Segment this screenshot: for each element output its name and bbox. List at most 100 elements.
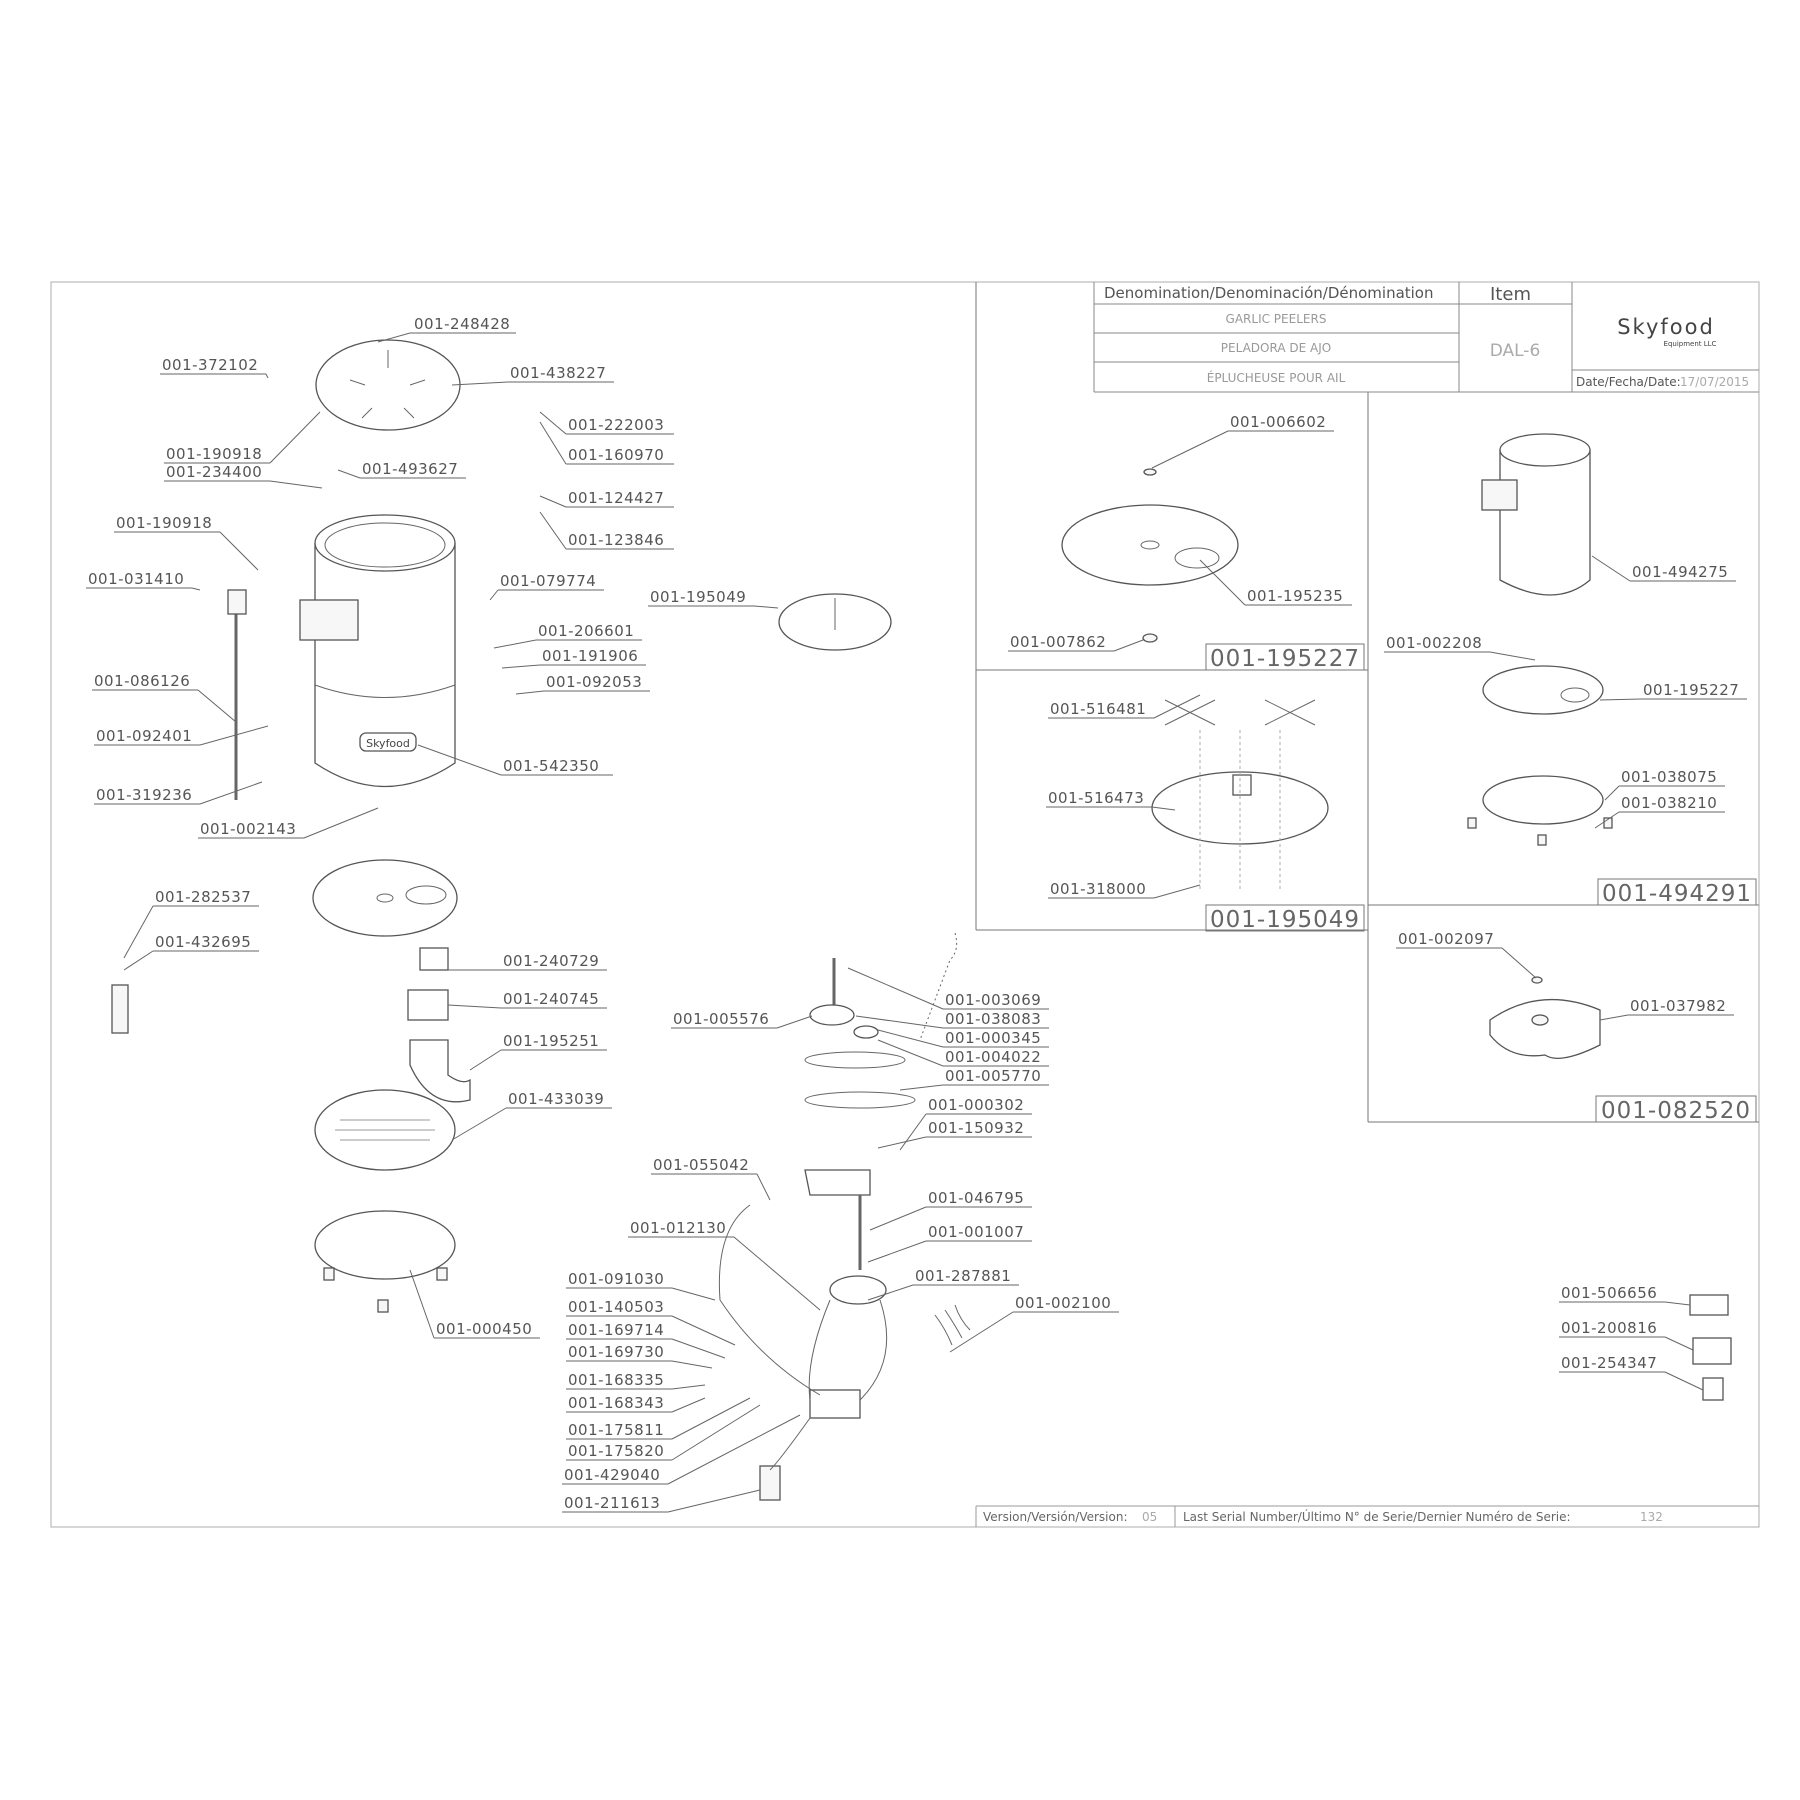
callout-leader <box>877 1136 927 1149</box>
part-number-label: 001-433039 <box>508 1090 604 1108</box>
part-callout: 001-123846 <box>539 511 674 550</box>
callout-leader <box>1599 698 1642 701</box>
part-number-label: 001-318000 <box>1050 880 1146 898</box>
callout-leader <box>671 1315 736 1346</box>
part-callout: 001-079774 <box>489 572 604 601</box>
callout-leader <box>1113 639 1144 652</box>
part-number-label: 001-004022 <box>945 1048 1041 1066</box>
callout-leader <box>667 1414 801 1485</box>
part-number-label: 001-254347 <box>1561 1354 1657 1372</box>
part-callout: 001-038083 <box>855 1010 1049 1029</box>
callout-leader <box>1594 811 1620 829</box>
part-callout: 001-006602 <box>1151 413 1334 469</box>
callout-leader <box>269 480 323 489</box>
part-number-label: 001-091030 <box>568 1270 664 1288</box>
part-number-label: 001-169730 <box>568 1343 664 1361</box>
part-callout: 001-493627 <box>337 460 466 479</box>
callout-leader <box>219 531 259 571</box>
date-label: Date/Fecha/Date: <box>1576 375 1681 389</box>
callout-leader <box>265 373 269 379</box>
callout-leader <box>1151 430 1229 469</box>
callout-leader <box>671 1397 706 1413</box>
part-number-label: 001-287881 <box>915 1267 1011 1285</box>
callout-leader <box>671 1384 706 1390</box>
name-fr: ÉPLUCHEUSE POUR AIL <box>1207 370 1346 385</box>
part-number-label: 001-002143 <box>200 820 296 838</box>
name-en: GARLIC PEELERS <box>1226 312 1327 326</box>
part-number-label: 001-003069 <box>945 991 1041 1009</box>
part-callout: 001-140503 <box>566 1298 736 1346</box>
callout-leader <box>877 1029 944 1048</box>
callout-leader <box>1664 1371 1704 1391</box>
part-number-label: 001-000345 <box>945 1029 1041 1047</box>
part-callout: 001-012130 <box>628 1219 821 1311</box>
callout-leader <box>337 469 361 479</box>
part-number-label: 001-516473 <box>1048 789 1144 807</box>
part-number-label: 001-175811 <box>568 1421 664 1439</box>
part-callout: 001-372102 <box>160 356 269 379</box>
part-callout: 001-222003 <box>539 411 674 435</box>
part-callout: 001-319236 <box>94 781 263 805</box>
callout-leader <box>539 411 567 435</box>
part-number-label: 001-000450 <box>436 1320 532 1338</box>
callout-leader <box>671 1338 726 1359</box>
part-number-label: 001-079774 <box>500 572 596 590</box>
part-callout: 001-211613 <box>562 1489 761 1513</box>
part-number-label: 001-002100 <box>1015 1294 1111 1312</box>
name-es: PELADORA DE AJO <box>1221 341 1331 355</box>
part-number-label: 001-429040 <box>564 1466 660 1484</box>
part-number-label: 001-038083 <box>945 1010 1041 1028</box>
callout-leader <box>197 689 237 723</box>
footer-block: Version/Versión/Version: 05 Last Serial … <box>975 1505 1759 1527</box>
part-number-label: 001-124427 <box>568 489 664 507</box>
part-callout: 001-254347 <box>1559 1354 1704 1391</box>
part-callout: 001-031410 <box>86 570 201 591</box>
callout-leader <box>123 905 154 959</box>
callout-leader <box>1199 559 1246 606</box>
callout-leader <box>733 1236 821 1311</box>
part-number-label: 001-195251 <box>503 1032 599 1050</box>
callout-leader <box>1151 806 1176 811</box>
callout-leader <box>1591 555 1631 582</box>
part-callout: 001-195235 <box>1199 559 1352 606</box>
part-number-label: 001-195049 <box>650 588 746 606</box>
part-number-label: 001-222003 <box>568 416 664 434</box>
part-callout: 001-001007 <box>867 1223 1032 1263</box>
subassembly-494291: 001-494291 <box>1602 881 1752 907</box>
part-number-label: 001-240745 <box>503 990 599 1008</box>
callout-leader <box>493 639 537 649</box>
callout-leader <box>1664 1336 1694 1351</box>
part-number-label: 001-282537 <box>155 888 251 906</box>
part-callout: 001-240745 <box>447 990 607 1009</box>
part-callout: 001-200816 <box>1559 1319 1694 1351</box>
part-number-label: 001-000302 <box>928 1096 1024 1114</box>
part-callout: 001-542350 <box>417 744 613 776</box>
part-number-label: 001-516481 <box>1050 700 1146 718</box>
callout-leader <box>269 411 321 464</box>
part-number-label: 001-140503 <box>568 1298 664 1316</box>
part-callout: 001-248428 <box>377 315 516 343</box>
callout-leader <box>377 332 411 343</box>
part-callout: 001-191906 <box>501 647 646 669</box>
part-callout: 001-494275 <box>1591 555 1736 582</box>
part-number-label: 001-002097 <box>1398 930 1494 948</box>
part-number-label: 001-001007 <box>928 1223 1024 1241</box>
part-number-label: 001-200816 <box>1561 1319 1657 1337</box>
callout-leader <box>1153 694 1201 719</box>
part-number-label: 001-206601 <box>538 622 634 640</box>
callout-leader <box>867 1240 927 1263</box>
part-callout: 001-516473 <box>1046 789 1176 811</box>
part-number-label: 001-007862 <box>1010 633 1106 651</box>
callout-leader <box>501 664 541 669</box>
part-drawings: Skyfood <box>111 339 1732 1501</box>
body-logo: Skyfood <box>366 737 410 750</box>
part-callout: 001-175820 <box>566 1404 761 1461</box>
part-callout: 001-091030 <box>566 1270 716 1301</box>
part-callout: 001-124427 <box>539 489 674 508</box>
part-callout: 001-000345 <box>877 1029 1049 1048</box>
part-number-label: 001-542350 <box>503 757 599 775</box>
part-number-label: 001-038075 <box>1621 768 1717 786</box>
part-callout: 001-046795 <box>869 1189 1032 1231</box>
